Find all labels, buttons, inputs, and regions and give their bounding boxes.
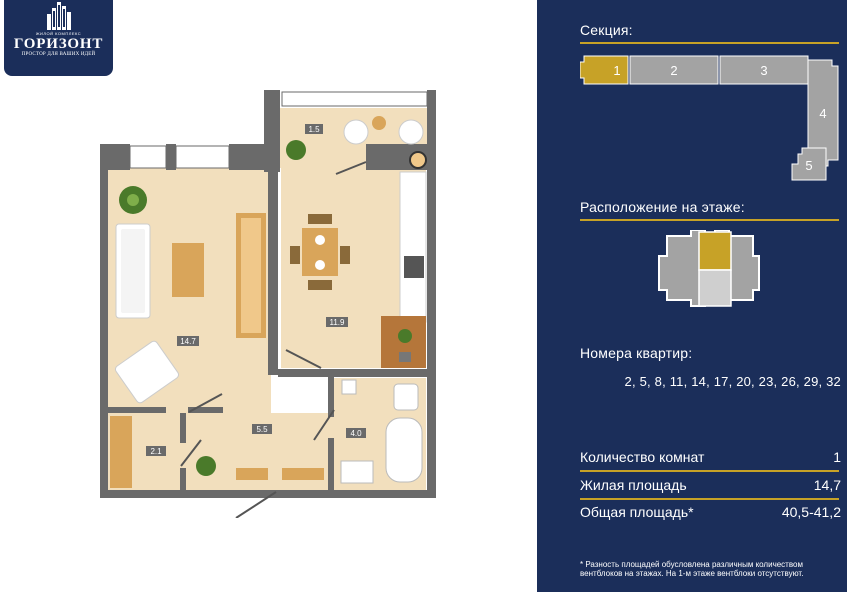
apartment-floor-plan: 1.5 14.7 11.9 5.5 4.0 2.1 xyxy=(100,90,436,518)
area-label-storage: 2.1 xyxy=(150,447,162,456)
area-label-hallway: 5.5 xyxy=(256,425,268,434)
svg-text:3: 3 xyxy=(760,63,767,78)
info-panel: Секция: 1 2 3 4 5 Расп xyxy=(537,0,847,592)
divider xyxy=(580,219,839,221)
apartment-numbers-label: Номера квартир: xyxy=(580,345,693,361)
svg-text:2: 2 xyxy=(670,63,677,78)
apartment-numbers: 2, 5, 8, 11, 14, 17, 20, 23, 26, 29, 32 xyxy=(624,374,841,389)
area-label-living-room: 14.7 xyxy=(180,337,196,346)
section-1[interactable]: 1 xyxy=(580,55,629,85)
rooms-value: 1 xyxy=(833,449,841,465)
section-2[interactable]: 2 xyxy=(629,55,719,85)
svg-text:5: 5 xyxy=(805,158,812,173)
area-footnote: * Разность площадей обусловлена различны… xyxy=(580,560,804,578)
logo-name: ГОРИЗОНТ xyxy=(13,36,104,52)
area-label-balcony: 1.5 xyxy=(308,125,320,134)
living-area-value: 14,7 xyxy=(813,477,841,493)
total-area-value: 40,5-41,2 xyxy=(781,504,841,520)
logo-tagline: ЖИЛОЙ КОМПЛЕКС xyxy=(35,31,82,36)
section-5[interactable]: 5 xyxy=(791,147,827,181)
doors xyxy=(180,161,367,518)
windows xyxy=(129,91,428,169)
divider xyxy=(580,470,839,472)
brand-logo: ЖИЛОЙ КОМПЛЕКС ГОРИЗОНТ ПРОСТОР ДЛЯ ВАШИ… xyxy=(4,0,113,76)
floor-position-label: Расположение на этаже: xyxy=(580,199,745,215)
living-room-furniture xyxy=(114,186,266,404)
skyline-logo-icon xyxy=(46,2,71,30)
bathroom-fixtures xyxy=(110,379,423,488)
kitchen-furniture xyxy=(290,171,427,368)
section-3[interactable]: 3 xyxy=(719,55,809,85)
divider xyxy=(580,498,839,500)
balcony-furniture xyxy=(286,116,427,169)
floor-position-diagram xyxy=(658,230,760,307)
svg-text:1: 1 xyxy=(613,63,620,78)
section-selector: 1 2 3 4 5 xyxy=(580,55,839,181)
svg-text:4: 4 xyxy=(819,106,826,121)
total-area-label: Общая площадь* xyxy=(580,504,694,520)
living-area-label: Жилая площадь xyxy=(580,477,687,493)
rooms-label: Количество комнат xyxy=(580,449,705,465)
logo-slogan: ПРОСТОР ДЛЯ ВАШИХ ИДЕЙ xyxy=(21,52,96,57)
area-label-bathroom: 4.0 xyxy=(350,429,362,438)
area-label-kitchen: 11.9 xyxy=(330,318,346,327)
divider xyxy=(580,42,839,44)
sections-label: Секция: xyxy=(580,22,633,38)
hallway-floor xyxy=(106,413,331,493)
walls xyxy=(100,90,436,498)
